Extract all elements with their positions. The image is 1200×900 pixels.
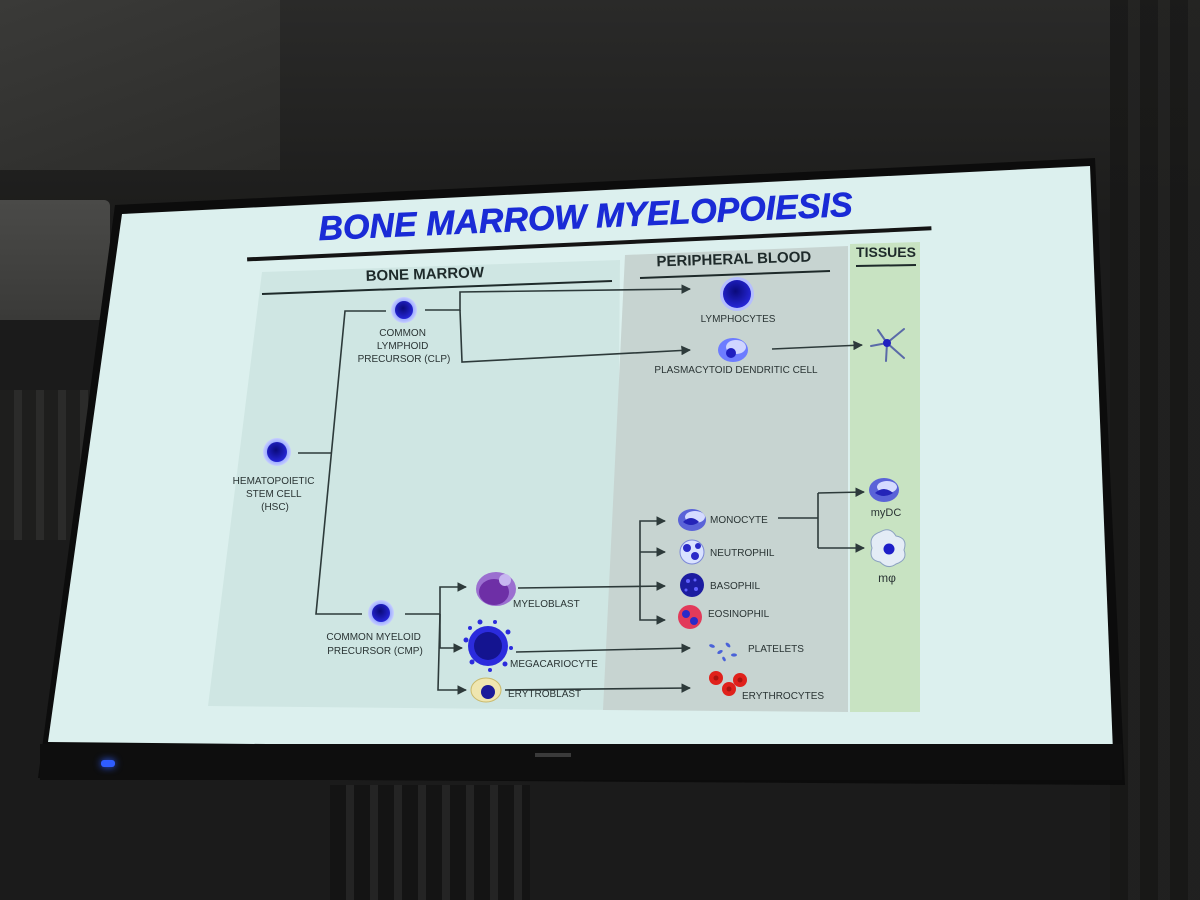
tissues-header: TISSUES <box>856 244 916 260</box>
monocyte-label: MONOCYTE <box>710 515 768 526</box>
power-led-icon <box>101 760 115 767</box>
neutrophil-cell-icon <box>679 539 705 565</box>
hsc-label: HEMATOPOIETIC STEM CELL (HSC) <box>233 476 318 513</box>
bone-marrow-header-rule <box>261 280 613 295</box>
peripheral-blood-header-rule <box>639 270 831 279</box>
erythrocytes-icon <box>709 671 747 696</box>
myeloblast-cell-icon <box>476 572 516 606</box>
basophil-label: BASOPHIL <box>710 581 760 592</box>
bone-marrow-panel <box>208 260 620 710</box>
tissues-panel <box>850 242 920 712</box>
monitor-stand <box>330 785 530 900</box>
tissue-dendritic-cell-icon <box>870 328 905 362</box>
macrophage-label: mφ <box>878 571 896 585</box>
mydc-label: myDC <box>871 507 902 519</box>
erytroblast-cell-icon <box>470 677 502 703</box>
basophil-cell-icon <box>680 573 704 597</box>
pdc-label: PLASMACYTOID DENDRITIC CELL <box>654 365 818 376</box>
lymphocyte-cell-icon <box>720 277 754 311</box>
clp-cell-icon <box>391 297 417 323</box>
erytroblast-label: ERYTROBLAST <box>508 689 581 700</box>
hsc-cell-icon <box>263 438 291 466</box>
pdc-cell-icon <box>718 338 748 362</box>
megacariocyte-label: MEGACARIOCYTE <box>510 659 598 670</box>
title-underline <box>247 226 932 262</box>
megacariocyte-cell-icon <box>463 619 513 672</box>
eosinophil-label: EOSINOPHIL <box>708 609 770 620</box>
peripheral-blood-panel <box>603 246 848 712</box>
eosinophil-cell-icon <box>678 605 702 629</box>
monitor-chin <box>40 744 1122 780</box>
clp-label: COMMON LYMPHOID PRECURSOR (CLP) <box>358 328 451 365</box>
platelets-label: PLATELETS <box>748 644 804 655</box>
mydc-cell-icon <box>869 478 899 502</box>
lymphocytes-label: LYMPHOCYTES <box>701 314 776 325</box>
platelets-icon <box>709 642 737 662</box>
erythrocytes-label: ERYTHROCYTES <box>742 691 824 702</box>
ceiling-panel <box>0 0 280 170</box>
neutrophil-label: NEUTROPHIL <box>710 548 775 559</box>
tissues-header-rule <box>855 264 917 267</box>
lineage-connectors <box>298 284 865 695</box>
monocyte-cell-icon <box>678 509 706 531</box>
bone-marrow-header: BONE MARROW <box>365 264 485 285</box>
monitor-brand-badge <box>535 753 571 757</box>
macrophage-cell-icon <box>870 529 906 568</box>
air-conditioner <box>0 200 110 320</box>
cmp-label: COMMON MYELOID PRECURSOR (CMP) <box>326 632 423 657</box>
myeloblast-label: MYELOBLAST <box>513 599 580 610</box>
cmp-cell-icon <box>368 600 394 626</box>
peripheral-blood-header: PERIPHERAL BLOOD <box>656 249 811 271</box>
curtain <box>1110 0 1200 900</box>
